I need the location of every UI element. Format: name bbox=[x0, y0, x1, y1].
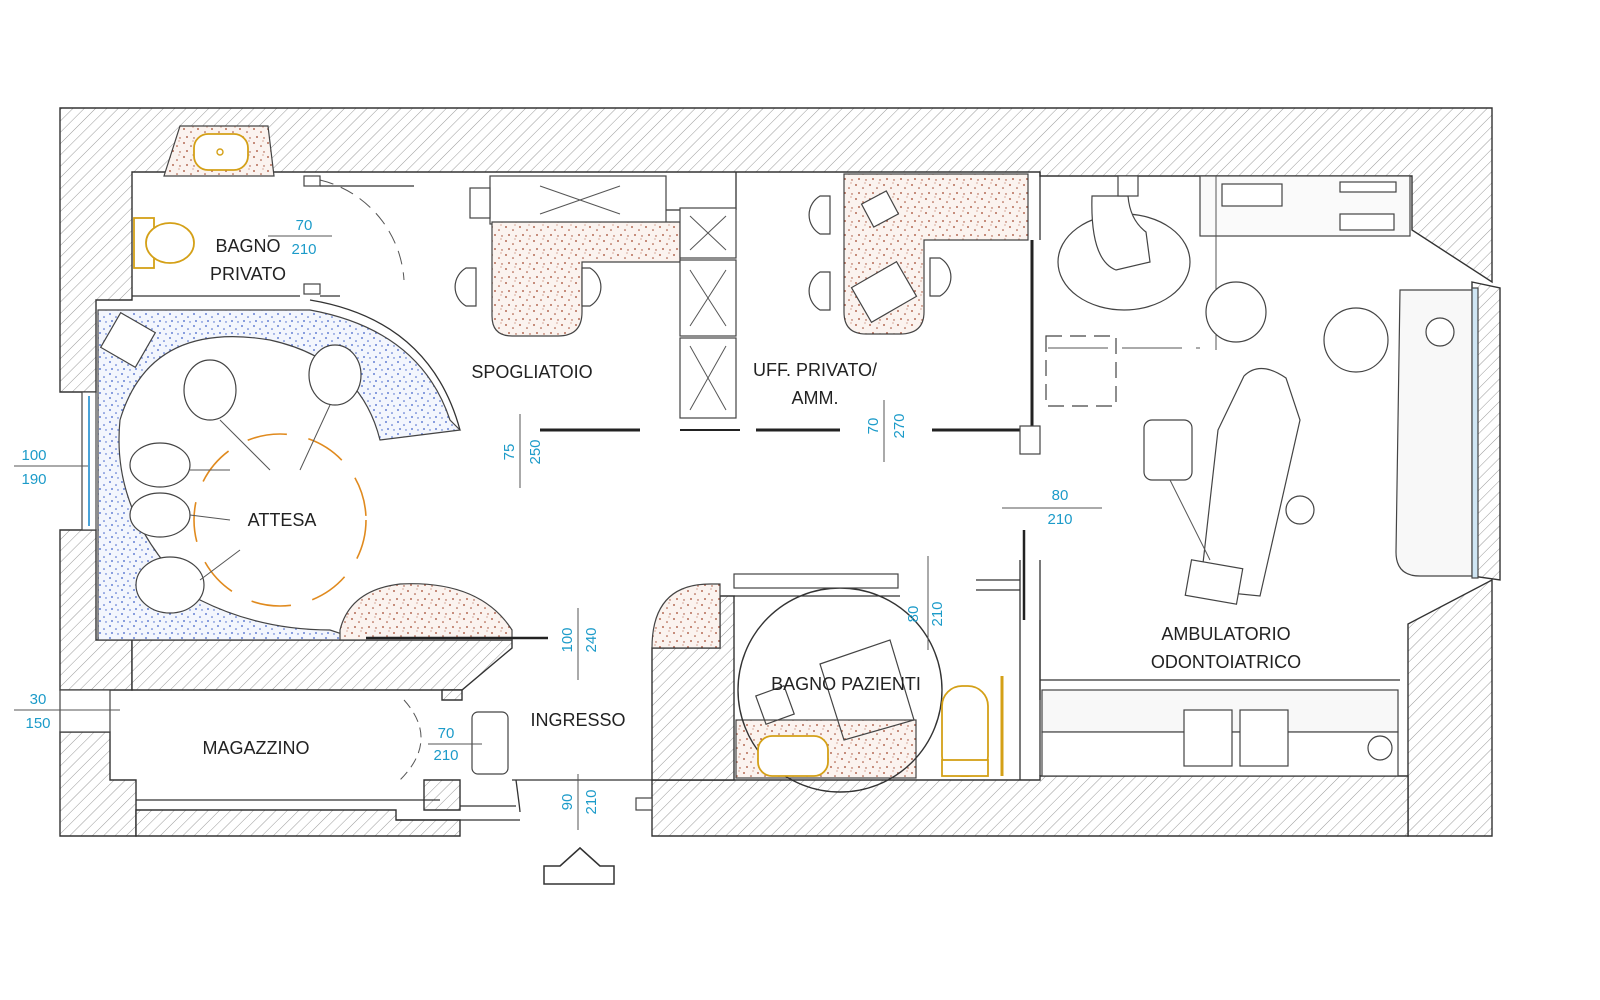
label-uff-privato-1: UFF. PRIVATO/ bbox=[753, 360, 877, 380]
svg-text:270: 270 bbox=[891, 413, 908, 438]
svg-text:250: 250 bbox=[527, 439, 544, 464]
ingresso bbox=[460, 779, 653, 885]
dental-chair bbox=[1143, 367, 1315, 605]
svg-text:210: 210 bbox=[1047, 511, 1072, 528]
dim-window-left: 100 190 bbox=[14, 447, 88, 488]
svg-text:30: 30 bbox=[30, 691, 47, 708]
ambulatorio-counter bbox=[1041, 689, 1399, 777]
magazzino bbox=[59, 689, 520, 821]
label-bagno-privato-1: BAGNO bbox=[215, 236, 280, 256]
wall-magazzino-right-bottom bbox=[423, 779, 461, 811]
svg-text:80: 80 bbox=[905, 606, 922, 623]
ambulatorio bbox=[1045, 175, 1479, 605]
svg-text:240: 240 bbox=[583, 627, 600, 652]
dim-magazzino-door: 70 210 bbox=[428, 725, 482, 764]
sink bbox=[193, 133, 249, 171]
dim-ambulatorio-door: 80 210 bbox=[1002, 487, 1102, 528]
label-ambulatorio-2: ODONTOIATRICO bbox=[1151, 652, 1301, 672]
dim-attesa-door: 100 240 bbox=[559, 608, 600, 680]
label-bagno-pazienti: BAGNO PAZIENTI bbox=[771, 674, 921, 694]
entrance-arrow bbox=[543, 846, 615, 885]
label-uff-privato-2: AMM. bbox=[792, 388, 839, 408]
wall-magazzino-right bbox=[441, 689, 463, 701]
attesa bbox=[97, 299, 513, 641]
dim-uff-door: 70 270 bbox=[865, 400, 908, 462]
svg-text:70: 70 bbox=[865, 418, 882, 435]
svg-text:210: 210 bbox=[929, 601, 946, 626]
svg-text:70: 70 bbox=[296, 217, 313, 234]
room-labels: BAGNO PRIVATO SPOGLIATOIO UFF. PRIVATO/ … bbox=[203, 236, 1302, 758]
dim-magazzino-window: 30 150 bbox=[14, 691, 120, 732]
dim-bagno-privato-door: 70 210 bbox=[268, 217, 332, 258]
label-magazzino: MAGAZZINO bbox=[203, 738, 310, 758]
svg-text:190: 190 bbox=[21, 471, 46, 488]
svg-text:100: 100 bbox=[559, 627, 576, 652]
label-attesa: ATTESA bbox=[248, 510, 317, 530]
window-left bbox=[81, 391, 97, 531]
dimension-annotations: 70 210 100 190 75 250 70 270 80 210 bbox=[14, 217, 1102, 830]
wall-bottom-left bbox=[135, 809, 461, 837]
seated-people bbox=[99, 311, 362, 614]
wall-right bbox=[1407, 578, 1493, 837]
dim-spogliatoio-door: 75 250 bbox=[501, 414, 544, 488]
svg-text:70: 70 bbox=[438, 725, 455, 742]
svg-text:150: 150 bbox=[25, 715, 50, 732]
svg-text:100: 100 bbox=[21, 447, 46, 464]
label-bagno-privato-2: PRIVATO bbox=[210, 264, 286, 284]
wall-bottom-right bbox=[651, 775, 1409, 837]
wall-left-bottom bbox=[59, 731, 137, 837]
svg-text:210: 210 bbox=[433, 747, 458, 764]
uff-privato bbox=[808, 173, 1029, 335]
svg-text:90: 90 bbox=[559, 794, 576, 811]
spogliatoio bbox=[454, 175, 737, 419]
svg-text:210: 210 bbox=[583, 789, 600, 814]
label-spogliatoio: SPOGLIATOIO bbox=[471, 362, 592, 382]
doors bbox=[366, 425, 1041, 640]
bagno-pazienti bbox=[651, 573, 1004, 793]
svg-text:80: 80 bbox=[1052, 487, 1069, 504]
bagno-privato bbox=[133, 125, 414, 295]
partitions bbox=[132, 172, 1400, 781]
dim-bagno-pazienti-door: 80 210 bbox=[905, 556, 946, 650]
svg-text:75: 75 bbox=[501, 444, 518, 461]
wall-magazzino-top bbox=[131, 639, 513, 691]
label-ingresso: INGRESSO bbox=[530, 710, 625, 730]
wardrobe bbox=[679, 207, 737, 419]
dim-entrance-door: 90 210 bbox=[559, 774, 600, 830]
svg-text:210: 210 bbox=[291, 241, 316, 258]
label-ambulatorio-1: AMBULATORIO bbox=[1161, 624, 1290, 644]
